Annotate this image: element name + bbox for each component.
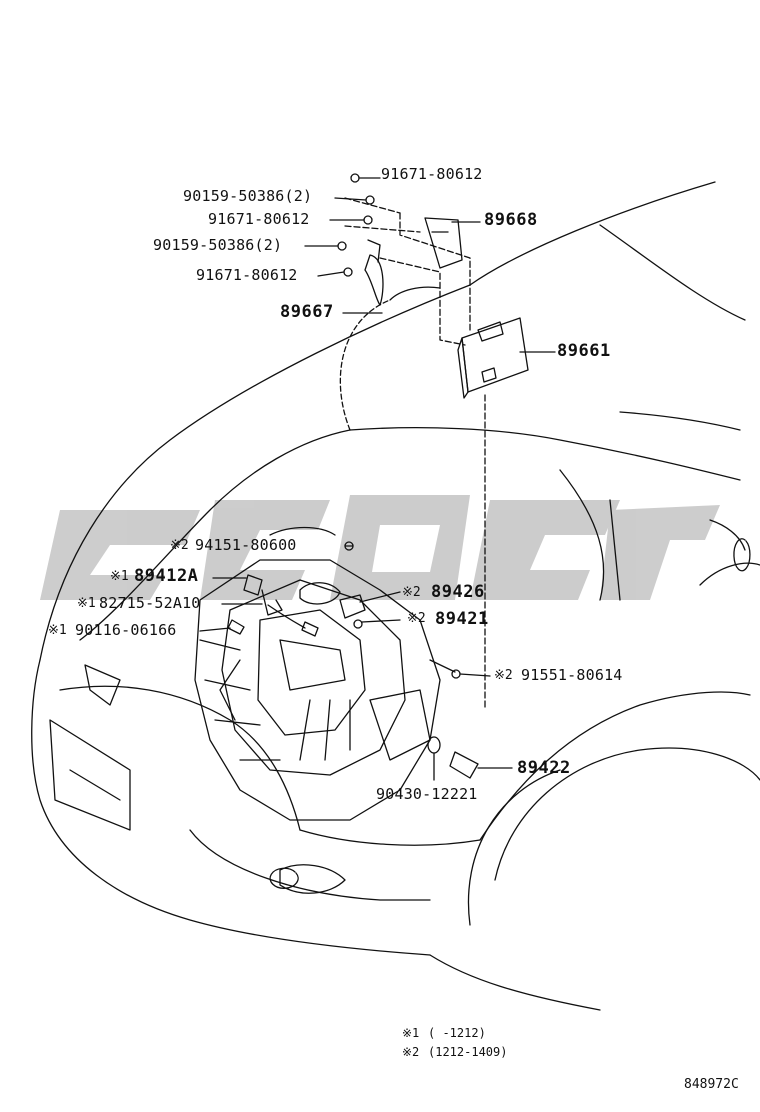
- watermark: [40, 495, 720, 600]
- note-2-text: (1212-1409): [428, 1045, 508, 1059]
- engine-assembly: [194, 526, 441, 821]
- label-90430-12221: 90430-12221: [376, 785, 478, 803]
- label-94151-80600: 94151-80600: [195, 536, 297, 554]
- note-1-text: ( -1212): [428, 1026, 486, 1040]
- label-82715-52A10: 82715-52A10: [99, 594, 201, 612]
- label-91551-80614: 91551-80614: [521, 666, 623, 684]
- label-89668: 89668: [484, 210, 538, 230]
- label-89421: 89421: [435, 609, 489, 629]
- mark-89412A: ※1: [110, 569, 129, 584]
- mark-82715: ※1: [77, 596, 96, 611]
- label-90159-50386-a: 90159-50386(2): [183, 187, 313, 205]
- label-91671-80612-mid: 91671-80612: [208, 210, 310, 228]
- note-2-mark: ※2: [402, 1045, 420, 1059]
- leader-lines: [199, 177, 556, 781]
- mark-90116: ※1: [48, 623, 67, 638]
- label-91671-80612-low: 91671-80612: [196, 266, 298, 284]
- label-89422: 89422: [517, 758, 571, 778]
- label-90159-50386-b: 90159-50386(2): [153, 236, 283, 254]
- label-91671-80612-top: 91671-80612: [381, 165, 483, 183]
- label-89667: 89667: [280, 302, 334, 322]
- label-89412A: 89412A: [134, 566, 199, 586]
- label-89426: 89426: [431, 582, 485, 602]
- mark-89421: ※2: [407, 611, 426, 626]
- mark-89426: ※2: [402, 585, 421, 600]
- mark-94151: ※2: [170, 538, 189, 553]
- fasteners: [227, 173, 479, 779]
- mark-91551: ※2: [494, 668, 513, 683]
- label-90116-06166: 90116-06166: [75, 621, 177, 639]
- note-1-mark: ※1: [402, 1026, 420, 1040]
- ecu-assembly: [344, 197, 529, 711]
- figure-code: 848972C: [684, 1077, 739, 1092]
- label-89661: 89661: [557, 341, 611, 361]
- car-body-outline: [31, 181, 760, 1011]
